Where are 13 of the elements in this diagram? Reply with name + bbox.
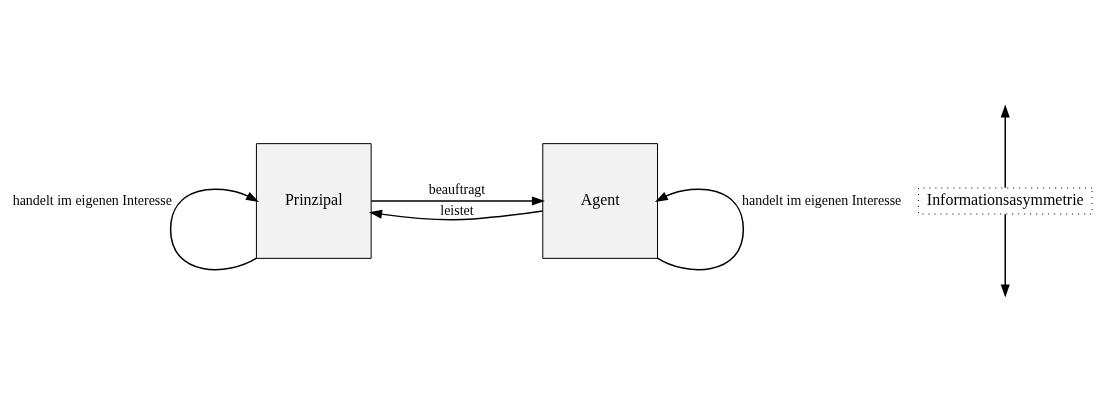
arrow bbox=[655, 187, 745, 270]
node-box: Informationsasymmetrie bbox=[917, 187, 1093, 214]
edge-label: handelt im eigenen Interesse bbox=[742, 192, 902, 208]
arrow bbox=[169, 187, 259, 270]
arrow bbox=[1000, 104, 1010, 189]
node-box: Agent bbox=[542, 142, 658, 259]
edge-label: leistet bbox=[440, 202, 474, 218]
edge-label: beauftragt bbox=[428, 181, 486, 197]
arrow bbox=[1000, 212, 1010, 297]
edge-label: handelt im eigenen Interesse bbox=[12, 192, 172, 208]
arrow bbox=[369, 209, 544, 220]
arrow bbox=[370, 195, 545, 206]
node-box: Prinzipal bbox=[255, 142, 372, 259]
